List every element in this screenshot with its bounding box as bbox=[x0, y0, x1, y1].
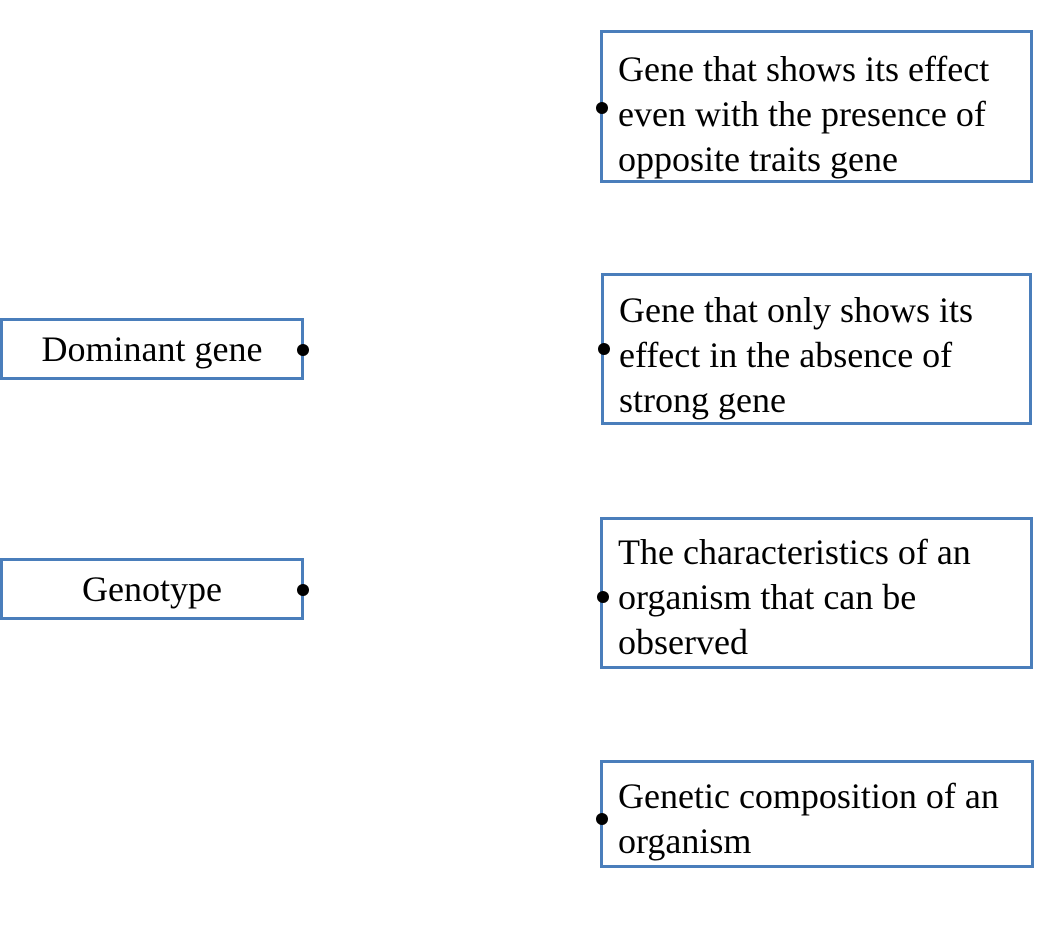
right-item-text-line: organism bbox=[618, 821, 752, 861]
connector-dot-left-2[interactable] bbox=[297, 584, 309, 596]
right-item-text-line: The characteristics of an bbox=[618, 532, 971, 572]
right-item-text-line: observed bbox=[618, 622, 748, 662]
right-item-text-line: effect in the absence of bbox=[619, 335, 953, 375]
right-item-4[interactable]: Genetic composition of an organism bbox=[600, 760, 1034, 868]
right-item-2[interactable]: Gene that only shows its effect in the a… bbox=[601, 273, 1032, 425]
connector-dot-right-2[interactable] bbox=[598, 343, 610, 355]
connector-dot-right-4[interactable] bbox=[596, 813, 608, 825]
connector-dot-right-3[interactable] bbox=[597, 591, 609, 603]
right-item-3[interactable]: The characteristics of an organism that … bbox=[600, 517, 1033, 669]
right-item-1[interactable]: Gene that shows its effect even with the… bbox=[600, 30, 1033, 183]
right-item-text-line: Gene that only shows its bbox=[619, 290, 973, 330]
right-item-text-line: opposite traits gene bbox=[618, 139, 898, 179]
connector-dot-right-1[interactable] bbox=[596, 102, 608, 114]
right-item-text-line: Gene that shows its effect bbox=[618, 49, 990, 89]
right-item-text-line: strong gene bbox=[619, 380, 786, 420]
left-item-dominant-gene[interactable]: Dominant gene bbox=[0, 318, 304, 380]
right-item-text-line: even with the presence of bbox=[618, 94, 986, 134]
connector-dot-left-1[interactable] bbox=[297, 344, 309, 356]
right-item-text-line: Genetic composition of an bbox=[618, 776, 999, 816]
left-item-label: Dominant gene bbox=[41, 328, 263, 369]
left-item-genotype[interactable]: Genotype bbox=[0, 558, 304, 620]
left-item-label: Genotype bbox=[82, 568, 222, 609]
right-item-text-line: organism that can be bbox=[618, 577, 917, 617]
